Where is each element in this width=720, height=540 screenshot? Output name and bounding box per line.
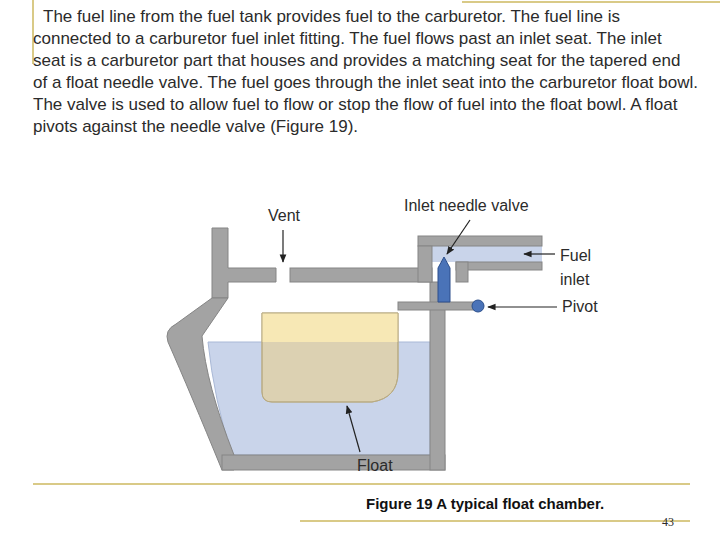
- part-label: Inlet needle valve: [404, 196, 529, 216]
- leader-line: [347, 406, 360, 452]
- leader-line: [524, 253, 555, 254]
- float-body: [262, 313, 398, 402]
- part-label: Pivot: [562, 297, 598, 317]
- page-number: 43: [662, 512, 674, 532]
- float-outline: [262, 313, 398, 402]
- needle-valve: [438, 257, 450, 302]
- figure-caption: Figure 19 A typical float chamber.: [366, 494, 604, 514]
- leader-line: [282, 230, 283, 262]
- part-label: Vent: [268, 206, 300, 226]
- pivot-pin: [472, 300, 484, 312]
- float-top: [262, 313, 398, 342]
- leader-line: [447, 220, 470, 254]
- part-label: Fuel inlet: [560, 244, 606, 292]
- carburetor-housing: [167, 228, 542, 470]
- slide-rule: [462, 1, 720, 3]
- leader-line: [488, 306, 557, 307]
- slide-rule: [300, 520, 690, 522]
- slide-rule: [33, 483, 690, 485]
- leader-lines: [283, 220, 557, 452]
- body-text: The fuel line from the fuel tank provide…: [33, 6, 698, 138]
- float-arm: [398, 302, 478, 310]
- part-label: Float: [357, 456, 393, 476]
